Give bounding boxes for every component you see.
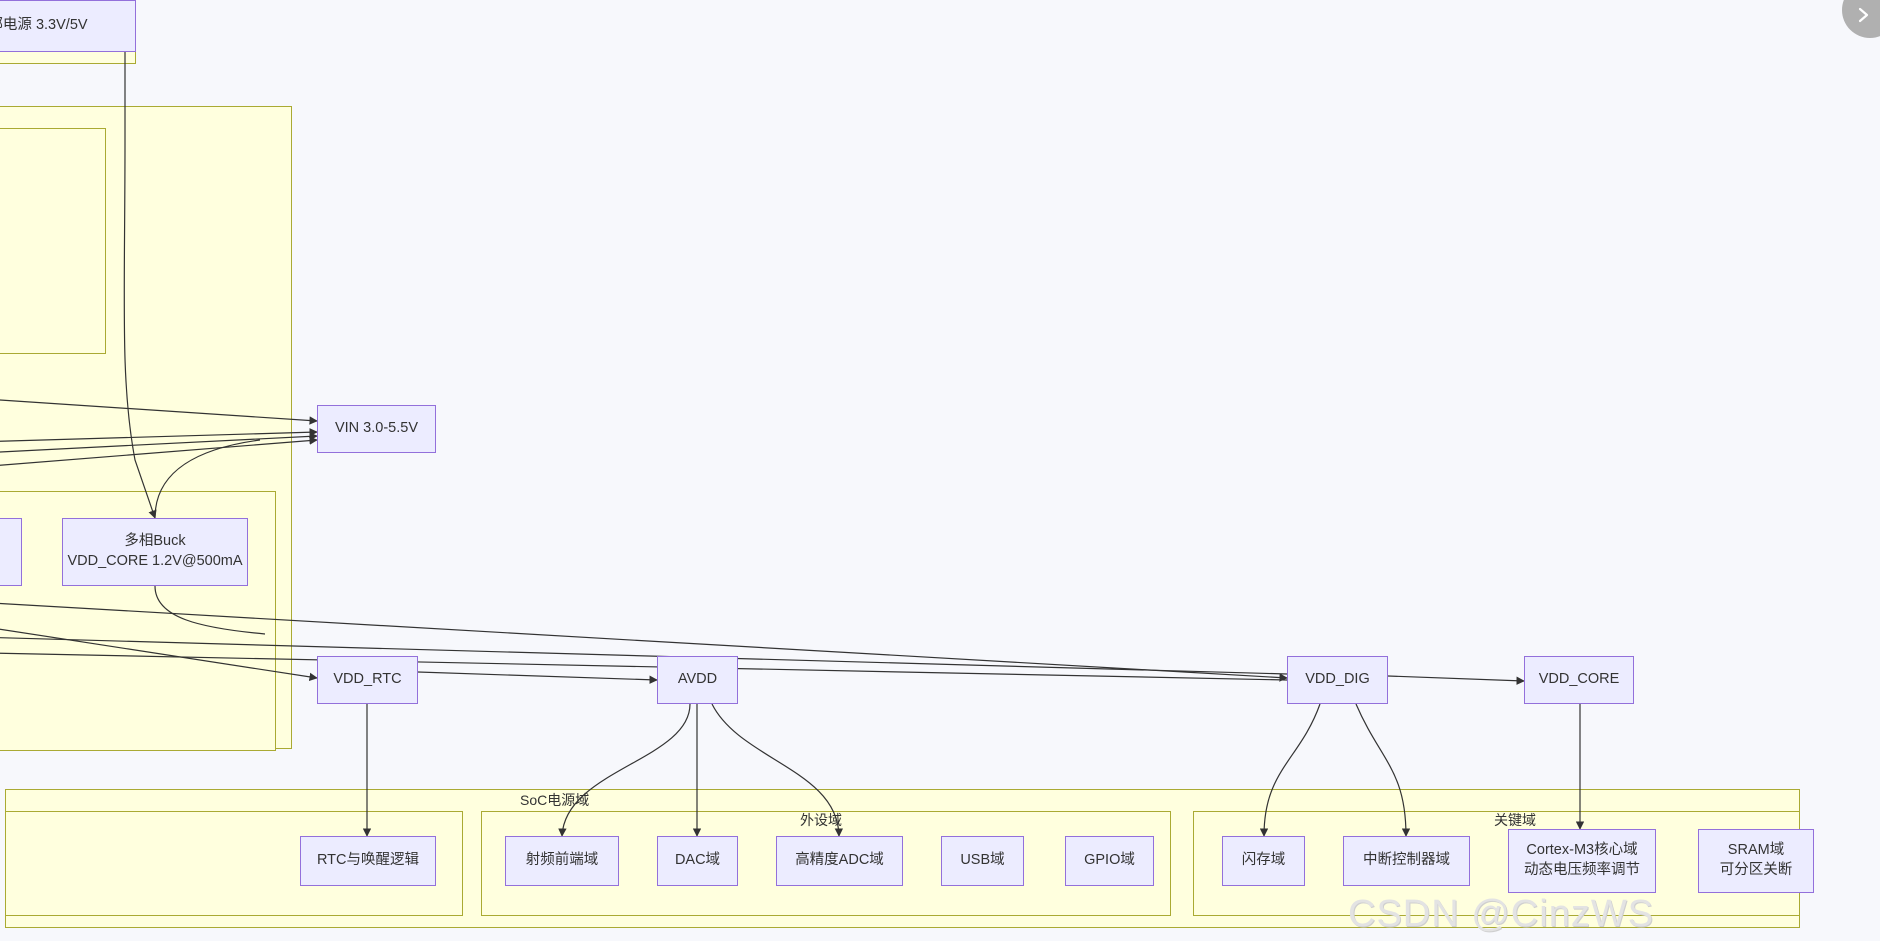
node-label: 中断控制器域 <box>1363 852 1450 869</box>
node-label: GPIO域 <box>1084 852 1135 869</box>
cluster-label-peripheral: 外设域 <box>800 812 842 828</box>
node-label: VDD_RTC <box>333 671 402 688</box>
node-label: DAC域 <box>674 852 721 869</box>
chevron-right-icon <box>1853 0 1880 30</box>
node-label-line2: 可分区关断 <box>1719 862 1793 878</box>
node-label: 闪存域 <box>1241 852 1286 869</box>
cluster-label-soc-power-domain: SoC电源域 <box>520 792 590 808</box>
edge-vdd-dig-to-vdd-core <box>1387 675 1525 685</box>
node-label-line2: 动态电压频率调节 <box>1524 862 1640 878</box>
node-label-line1: SRAM域 <box>1727 842 1785 859</box>
node-avdd[interactable]: AVDD <box>657 656 738 704</box>
node-vdd-core[interactable]: VDD_CORE <box>1524 656 1634 704</box>
node-label: VDD_CORE <box>1538 671 1620 688</box>
node-usb-domain[interactable]: USB域 <box>941 836 1024 886</box>
node-label: USB域 <box>960 852 1005 869</box>
node-external-supply[interactable]: 部电源 3.3V/5V <box>0 0 136 52</box>
node-label: 射频前端域 <box>525 852 599 869</box>
node-label-line1: Cortex-M3核心域 <box>1526 842 1638 859</box>
node-label: VIN 3.0-5.5V <box>334 420 418 437</box>
node-label-line2: VDD_CORE 1.2V@500mA <box>67 553 243 569</box>
node-sram-domain[interactable]: SRAM域 可分区关断 <box>1698 829 1814 893</box>
cluster-power-inner-a <box>0 128 106 354</box>
node-high-precision-adc-domain[interactable]: 高精度ADC域 <box>776 836 903 886</box>
node-gpio-domain[interactable]: GPIO域 <box>1065 836 1154 886</box>
node-label: 高精度ADC域 <box>795 852 884 869</box>
node-left-partial-stub[interactable] <box>0 518 22 586</box>
edge-vdd-rtc-to-avdd <box>417 671 658 684</box>
node-vdd-dig[interactable]: VDD_DIG <box>1287 656 1388 704</box>
node-label: 部电源 3.3V/5V <box>0 17 88 34</box>
node-label: VDD_DIG <box>1305 671 1370 688</box>
node-dac-domain[interactable]: DAC域 <box>657 836 738 886</box>
csdn-watermark: CSDN @CinzWS <box>1348 893 1655 935</box>
node-multiphase-buck[interactable]: 多相Buck VDD_CORE 1.2V@500mA <box>62 518 248 586</box>
node-rtc-wakeup-logic[interactable]: RTC与唤醒逻辑 <box>300 836 436 886</box>
node-cortex-m3-core-domain[interactable]: Cortex-M3核心域 动态电压频率调节 <box>1508 829 1656 893</box>
node-label-line1: 多相Buck <box>124 533 186 550</box>
node-label: RTC与唤醒逻辑 <box>316 852 420 869</box>
cluster-label-critical: 关键域 <box>1494 812 1536 828</box>
node-label: AVDD <box>677 671 718 688</box>
node-vdd-rtc[interactable]: VDD_RTC <box>317 656 418 704</box>
node-flash-domain[interactable]: 闪存域 <box>1222 836 1305 886</box>
node-interrupt-controller-domain[interactable]: 中断控制器域 <box>1343 836 1470 886</box>
node-rf-frontend-domain[interactable]: 射频前端域 <box>505 836 619 886</box>
panel-expand-button[interactable] <box>1842 0 1880 38</box>
node-vin[interactable]: VIN 3.0-5.5V <box>317 405 436 453</box>
